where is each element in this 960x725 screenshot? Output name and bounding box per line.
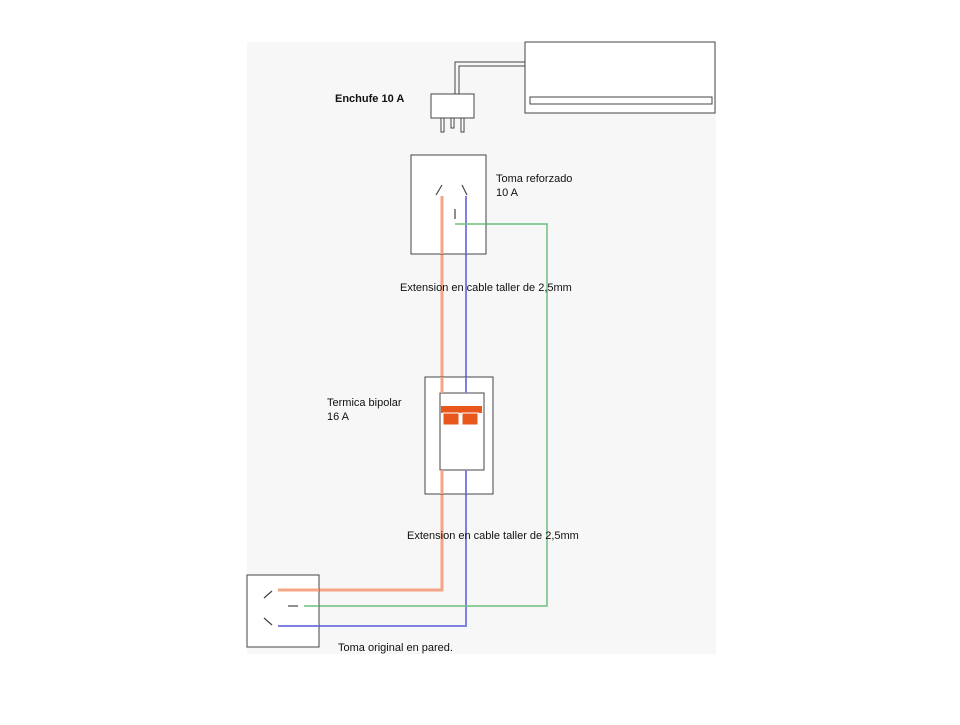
breaker-toggle-left xyxy=(442,412,460,426)
breaker-toggle-right xyxy=(461,412,479,426)
plug-pin-right xyxy=(460,117,465,133)
reinforced-outlet-box xyxy=(410,154,487,255)
wall-slot-bottom xyxy=(263,617,273,626)
live-wire xyxy=(317,200,444,592)
plug-body xyxy=(430,93,475,119)
paper-background xyxy=(247,42,716,654)
plug-cable xyxy=(454,61,525,94)
breaker-toggle-bar xyxy=(441,406,482,413)
outlet-slot-right xyxy=(461,184,468,196)
neutral-wire xyxy=(317,200,467,627)
extension-lower-label: Extension en cable taller de 2,5mm xyxy=(407,530,579,542)
wall-outlet-label: Toma original en pared. xyxy=(338,642,453,654)
plug-label: Enchufe 10 A xyxy=(335,93,405,105)
ground-wire xyxy=(310,223,548,607)
ac-vent xyxy=(529,96,713,105)
air-conditioner-unit xyxy=(524,41,716,114)
reinforced-outlet xyxy=(410,154,487,255)
breaker-label-line2: 16 A xyxy=(327,411,350,423)
breaker-inner-box xyxy=(439,392,485,471)
extension-upper-label: Extension en cable taller de 2,5mm xyxy=(400,282,572,294)
plug-icon xyxy=(430,93,475,133)
plug-pin-center xyxy=(450,117,455,129)
wall-outlet xyxy=(246,574,320,648)
plug-pin-left xyxy=(440,117,445,133)
breaker-label-line1: Termica bipolar xyxy=(327,397,402,409)
reinforced-outlet-label-line2: 10 A xyxy=(496,187,519,199)
outlet-slot-left xyxy=(435,184,443,196)
wall-slot-top xyxy=(263,590,273,599)
wall-outlet-box xyxy=(246,574,320,648)
bipolar-breaker xyxy=(424,376,494,495)
reinforced-outlet-label-line1: Toma reforzado xyxy=(496,173,573,185)
